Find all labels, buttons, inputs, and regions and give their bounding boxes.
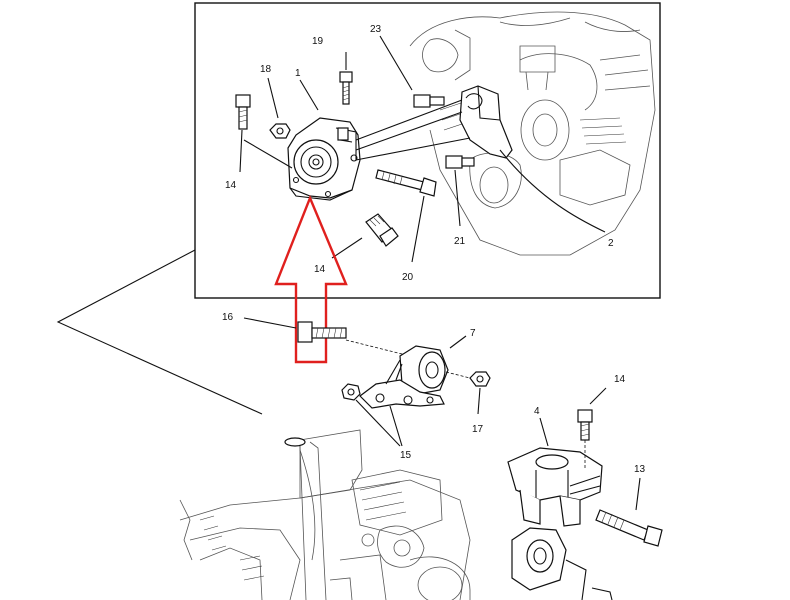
- bolt-14-lower: [365, 213, 399, 247]
- bolt-14-right: [577, 409, 593, 441]
- callout-1: 1: [295, 68, 301, 79]
- leader-15-a: [355, 399, 401, 447]
- nut-17-axis: [445, 371, 471, 379]
- callout-13: 13: [634, 464, 646, 475]
- callout-17: 17: [472, 424, 484, 435]
- inset-leader-line: [56, 249, 263, 415]
- mount-bracket-part-4: [507, 447, 603, 527]
- leader-4: [539, 417, 549, 447]
- callout-4: 4: [534, 406, 540, 417]
- callout-14-lower: 14: [314, 264, 326, 275]
- bolt-16-axis: [345, 339, 411, 357]
- leader-16: [243, 317, 297, 329]
- transmission-mount-part-7: [359, 345, 449, 409]
- nut-17: [469, 371, 491, 387]
- callout-7: 7: [470, 328, 476, 339]
- callout-21: 21: [454, 236, 466, 247]
- bolt-21: [445, 155, 475, 169]
- callout-18: 18: [260, 64, 272, 75]
- nut-18: [269, 123, 291, 139]
- transmission-illustration: [179, 429, 471, 600]
- bolt-19: [339, 71, 353, 105]
- leader-17: [477, 387, 481, 415]
- callout-14-right: 14: [614, 374, 626, 385]
- inset-leader-lines: [239, 35, 606, 263]
- bolt-23: [413, 94, 445, 108]
- callout-23: 23: [370, 24, 382, 35]
- engine-mount-part-1: [287, 117, 361, 201]
- lower-mount-cushion: [511, 527, 613, 600]
- highlight-arrow: [274, 194, 348, 364]
- leader-14-right: [589, 387, 607, 405]
- callout-20: 20: [402, 272, 414, 283]
- leader-15-b: [389, 405, 403, 447]
- bolt-16: [297, 321, 347, 343]
- bolt-13: [595, 509, 663, 547]
- mount-bracket-part-2: [459, 85, 513, 159]
- bolt-20: [375, 169, 437, 197]
- callout-15: 15: [400, 450, 412, 461]
- callout-14-upper: 14: [225, 180, 237, 191]
- callout-16: 16: [222, 312, 234, 323]
- bolt-14-upper: [235, 94, 251, 130]
- bolt-15-fastener: [341, 383, 361, 401]
- leader-13: [635, 477, 641, 511]
- detail-inset-frame: [194, 2, 661, 299]
- engine-block-illustration: [409, 11, 656, 256]
- leader-7: [449, 335, 467, 349]
- callout-2: 2: [608, 238, 614, 249]
- callout-19: 19: [312, 36, 324, 47]
